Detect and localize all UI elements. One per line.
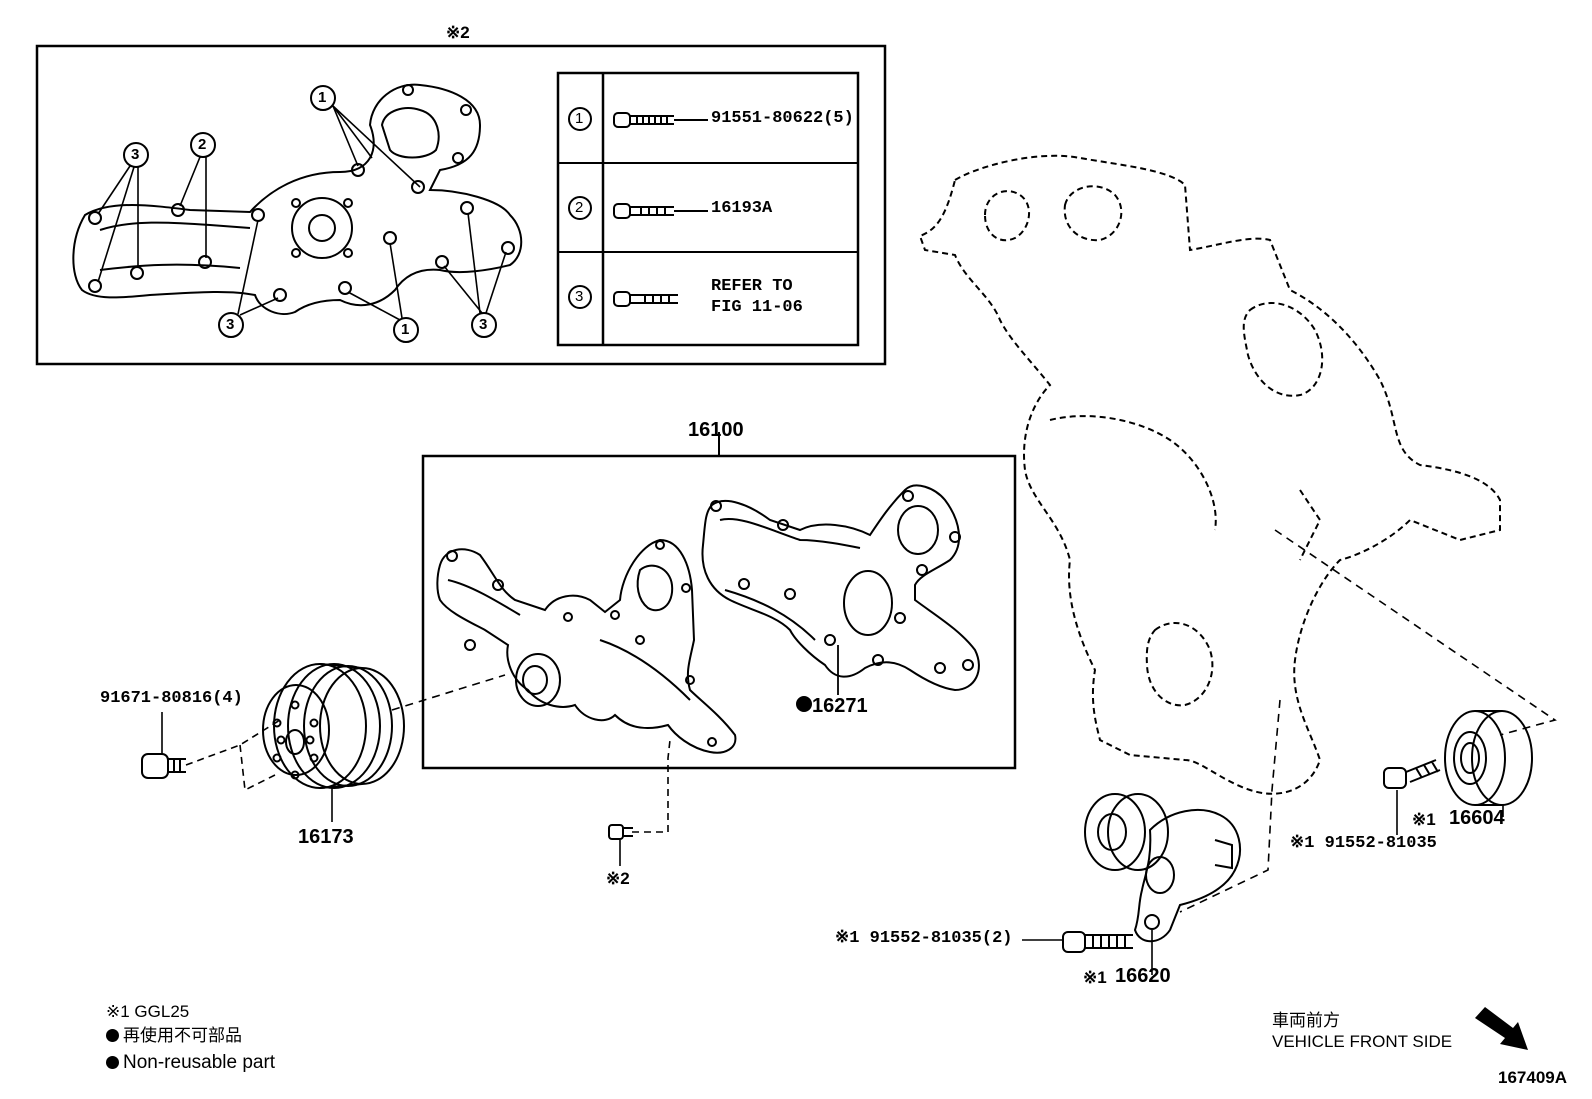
detail-callout-2-label: 2 [198,136,207,153]
small-bolt-ref: ※2 [606,869,630,888]
legend-dot-icon [106,1029,119,1042]
detail-callout-3-left-label: 3 [131,146,140,163]
tensioner-number: 16620 [1115,965,1171,987]
gasket-outline [701,484,980,692]
tensioner-bolt-number: ※1 91552-81035(2) [835,929,1013,948]
detail-frame [35,44,887,366]
bolt-icon-2 [613,203,708,219]
idler-number: 16604 [1449,807,1505,829]
front-label-jp: 車両前方 [1272,1011,1340,1030]
table-callout-3: 3 [575,288,584,305]
table-callout-1-circle [568,107,592,131]
table-callout-2: 2 [575,199,584,216]
timing-cover-outline [918,154,1501,795]
table-callout-3-circle [568,285,592,309]
tensioner-bolt [1062,931,1133,953]
legend-line-3: Non-reusable part [106,1053,275,1072]
idler-mark: ※1 [1412,810,1436,829]
table-callout-2-circle [568,196,592,220]
table-callout-1: 1 [575,110,584,127]
table-part-3-line2: FIG 11-06 [711,298,803,317]
pulley-number: 16173 [298,826,354,848]
cover-to-idler-dashed [1274,529,1557,736]
assembly-number: 16100 [688,419,744,441]
detail-callout-3-right [471,312,497,338]
legend-line-1: ※1 GGL25 [106,1002,190,1021]
detail-callout-1-top [310,85,336,111]
detail-callout-3-left [123,142,149,168]
pulley-bolt [141,753,186,779]
vehicle-front-arrow [1475,1007,1528,1050]
tensioner-mark: ※1 [1083,968,1107,987]
legend-en-text: Non-reusable part [123,1052,276,1073]
detail-callout-2 [190,132,216,158]
front-label-en: VEHICLE FRONT SIDE [1272,1032,1453,1051]
idler-bolt-number: ※1 91552-81035 [1290,834,1437,853]
detail-ref-mark: ※2 [446,23,470,42]
detail-leader-lines [97,105,507,321]
table-part-3-line1: REFER TO [711,277,793,296]
bolt-table-frame [556,71,860,347]
detail-callout-3-bottom-left [218,312,244,338]
small-bolt-dashed-link [632,739,671,833]
pulley-dashed-link [391,674,506,711]
detail-callout-1-bottom-label: 1 [401,321,410,338]
figure-id: 167409A [1498,1068,1568,1087]
legend-jp-text: 再使用不可部品 [123,1026,242,1045]
pulley-bolt-number: 91671-80816(4) [100,689,243,708]
legend-dot-icon [106,1056,119,1069]
pulley-bolt-dashed-link [185,719,281,792]
detail-callout-1-top-label: 1 [318,89,327,106]
detail-callout-3-right-label: 3 [479,316,488,333]
cover-to-tensioner-dashed [1179,699,1281,913]
bolt-icon-3 [613,291,678,307]
bolt-icon-1 [613,112,708,128]
gasket-number: 16271 [812,695,868,717]
detail-callout-3-bottom-left-label: 3 [226,316,235,333]
pulley-outline [262,663,405,789]
detail-callout-1-bottom [393,317,419,343]
table-part-2: 16193A [711,199,773,218]
tensioner-assembly [1084,793,1241,943]
small-bolt [608,824,633,840]
water-pump-body [436,538,737,754]
idler-pulley [1444,710,1533,806]
idler-bolt [1383,759,1441,789]
non-reusable-dot-16271 [796,696,812,712]
table-part-1: 91551-80622(5) [711,109,854,128]
legend-line-2: 再使用不可部品 [106,1027,242,1044]
